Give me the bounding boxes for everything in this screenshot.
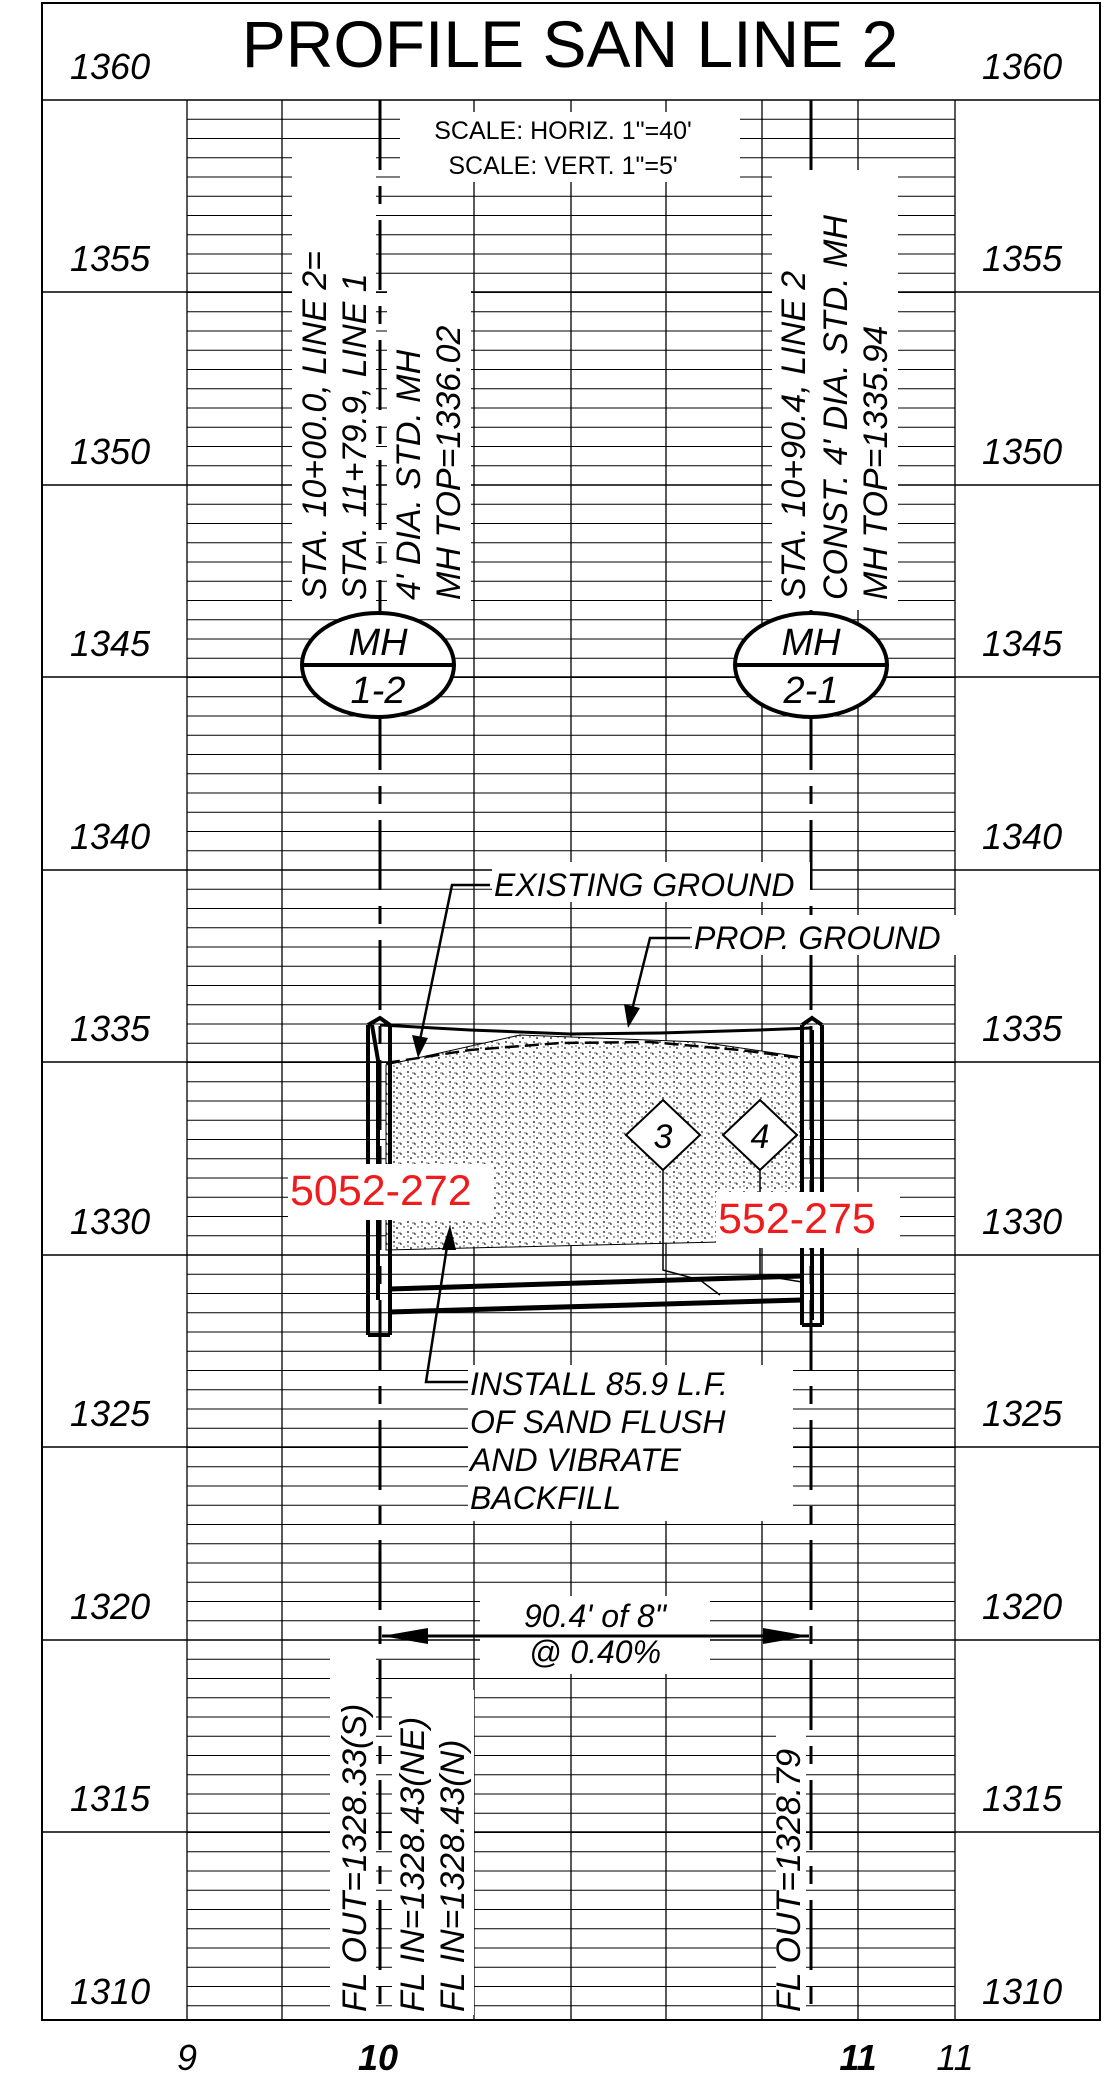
svg-text:3: 3 (654, 1118, 673, 1156)
red-labels: 5052-272 552-275 (288, 1164, 900, 1248)
manhole-2-notes: STA. 10+90.4, LINE 2 CONST. 4' DIA. STD.… (772, 170, 898, 610)
elev-label: 1355 (982, 238, 1063, 279)
marker-4: 4 (721, 1098, 803, 1283)
elev-label: 1335 (982, 1008, 1063, 1049)
mh1-note: MH TOP=1336.02 (430, 326, 468, 600)
elevation-labels-right: 1360 1355 1350 1345 1340 1335 1330 1325 … (982, 46, 1063, 2012)
elev-label: 1310 (982, 1971, 1062, 2012)
fl-right: FL OUT=1328.79 (770, 1749, 808, 2012)
elev-label: 1310 (70, 1971, 150, 2012)
fl-left: FL IN=1328.43(N) (434, 1740, 472, 2012)
mh2-bottom: 2-1 (783, 670, 839, 712)
station-labels: 9 10 11 11 (177, 2037, 974, 2078)
pipe-length-dimension: 90.4' of 8" @ 0.40% (382, 1596, 809, 1674)
elev-label: 1330 (982, 1201, 1062, 1242)
station-label: 11 (936, 2037, 973, 2078)
elev-label: 1360 (982, 46, 1062, 87)
svg-text:4: 4 (751, 1118, 770, 1156)
elev-label: 1360 (70, 46, 150, 87)
svg-text:PROP. GROUND: PROP. GROUND (694, 920, 941, 956)
svg-text:OF SAND FLUSH: OF SAND FLUSH (470, 1404, 726, 1440)
elev-label: 1330 (70, 1201, 150, 1242)
manhole-1-notes: STA. 10+00.0, LINE 2= STA. 11+79.9, LINE… (292, 150, 471, 610)
svg-text:EXISTING GROUND: EXISTING GROUND (494, 867, 794, 903)
elev-label: 1325 (982, 1393, 1063, 1434)
elev-label: 1340 (70, 816, 150, 857)
elevation-labels-left: 1360 1355 1350 1345 1340 1335 1330 1325 … (70, 46, 151, 2012)
manhole-2-symbol: MH 2-1 (733, 611, 889, 719)
existing-ground-callout: EXISTING GROUND (412, 862, 810, 1058)
elev-label: 1315 (982, 1778, 1063, 1819)
elev-label: 1350 (70, 431, 150, 472)
svg-text:AND VIBRATE: AND VIBRATE (468, 1442, 682, 1478)
mh2-note: MH TOP=1335.94 (857, 326, 895, 600)
elev-label: 1320 (982, 1586, 1062, 1627)
prop-ground-callout: PROP. GROUND (624, 915, 962, 1028)
mh1-bottom: 1-2 (351, 670, 406, 712)
elev-label: 1355 (70, 238, 151, 279)
elev-label: 1345 (982, 623, 1063, 664)
mh2-note: STA. 10+90.4, LINE 2 (775, 271, 813, 600)
elev-label: 1315 (70, 1778, 151, 1819)
manhole-1-symbol: MH 1-2 (300, 611, 456, 719)
flowline-notes: FL OUT=1328.33(S) FL IN=1328.43(NE) FL I… (330, 1650, 808, 2015)
mh1-note: STA. 10+00.0, LINE 2= (296, 251, 334, 600)
station-label: 9 (177, 2037, 197, 2078)
scale-vert: SCALE: VERT. 1"=5' (448, 152, 677, 180)
svg-text:BACKFILL: BACKFILL (470, 1480, 621, 1516)
fl-left: FL OUT=1328.33(S) (336, 1704, 374, 2012)
station-label: 10 (358, 2037, 398, 2078)
mh2-top: MH (781, 622, 841, 664)
proposed-ground-line (379, 1023, 812, 1036)
red-label-left: 5052-272 (290, 1167, 472, 1215)
install-callout: INSTALL 85.9 L.F. OF SAND FLUSH AND VIBR… (424, 1225, 793, 1521)
svg-text:INSTALL 85.9 L.F.: INSTALL 85.9 L.F. (470, 1366, 728, 1402)
elev-label: 1345 (70, 623, 151, 664)
fl-left: FL IN=1328.43(NE) (394, 1717, 432, 2012)
scale-horiz: SCALE: HORIZ. 1"=40' (434, 117, 692, 145)
mh2-note: CONST. 4' DIA. STD. MH (817, 215, 855, 600)
elev-label: 1335 (70, 1008, 151, 1049)
red-label-right: 552-275 (718, 1195, 876, 1243)
svg-text:90.4' of 8": 90.4' of 8" (524, 1598, 668, 1634)
elev-label: 1320 (70, 1586, 150, 1627)
existing-ground-line (385, 1040, 803, 1065)
elev-label: 1340 (982, 816, 1062, 857)
sewer-pipe (389, 1273, 803, 1315)
mh1-note: STA. 11+79.9, LINE 1 (336, 273, 374, 600)
elev-label: 1325 (70, 1393, 151, 1434)
mh1-top: MH (348, 622, 408, 664)
drawing-title: PROFILE SAN LINE 2 (242, 7, 899, 81)
manhole-2-structure (800, 1015, 824, 1327)
marker-3: 3 (624, 1098, 721, 1296)
elev-label: 1350 (982, 431, 1062, 472)
mh1-note: 4' DIA. STD. MH (390, 349, 428, 600)
svg-text:@ 0.40%: @ 0.40% (529, 1634, 661, 1670)
station-label: 11 (839, 2037, 876, 2078)
